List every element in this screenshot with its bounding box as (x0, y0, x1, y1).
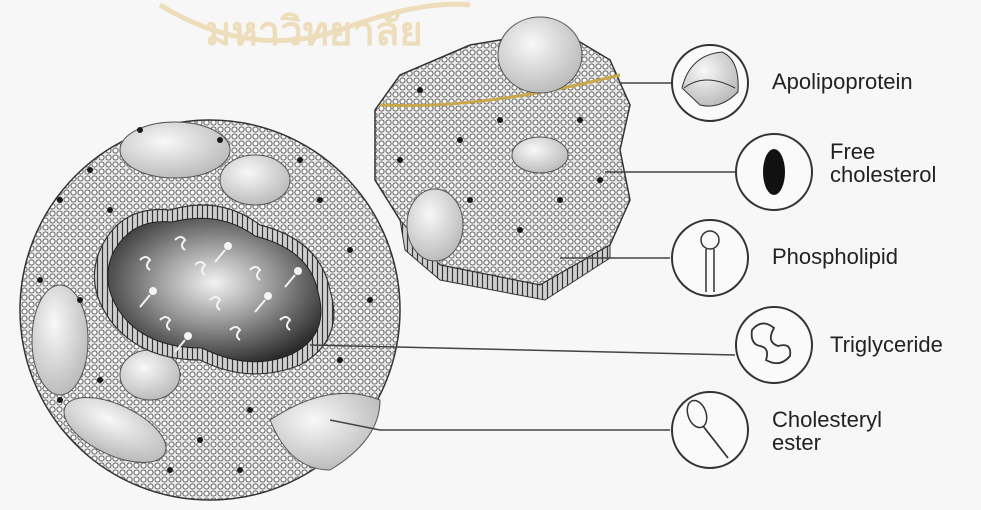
legend-label-free-cholesterol: Free cholesterol (830, 140, 936, 186)
surface-protein (220, 155, 290, 205)
surface-protein (120, 122, 230, 178)
triglyceride-icon (736, 307, 812, 383)
membrane-protein (512, 137, 568, 173)
free-cholesterol-icon (736, 134, 812, 210)
legend-label-apolipoprotein: Apolipoprotein (772, 70, 913, 93)
cholesteryl-ester-icon (672, 392, 748, 468)
apolipoprotein-icon (672, 45, 748, 121)
phospholipid-icon (672, 220, 748, 296)
watermark-text: มหาวิทยาลัย (205, 9, 423, 55)
membrane-protein (498, 17, 582, 93)
lipoprotein-sphere (20, 120, 400, 500)
legend-label-triglyceride: Triglyceride (830, 333, 943, 356)
legend-label-phospholipid: Phospholipid (772, 245, 898, 268)
watermark-seal: มหาวิทยาลัย (160, 4, 470, 55)
legend-label-cholesteryl-ester: Cholesteryl ester (772, 408, 882, 454)
membrane-protein (407, 189, 463, 261)
